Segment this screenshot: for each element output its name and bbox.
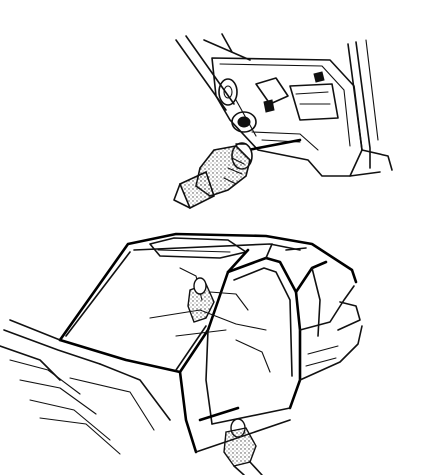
door-interior-spray-icon (173, 33, 393, 210)
car-body-shell-spray-icon (0, 232, 363, 475)
